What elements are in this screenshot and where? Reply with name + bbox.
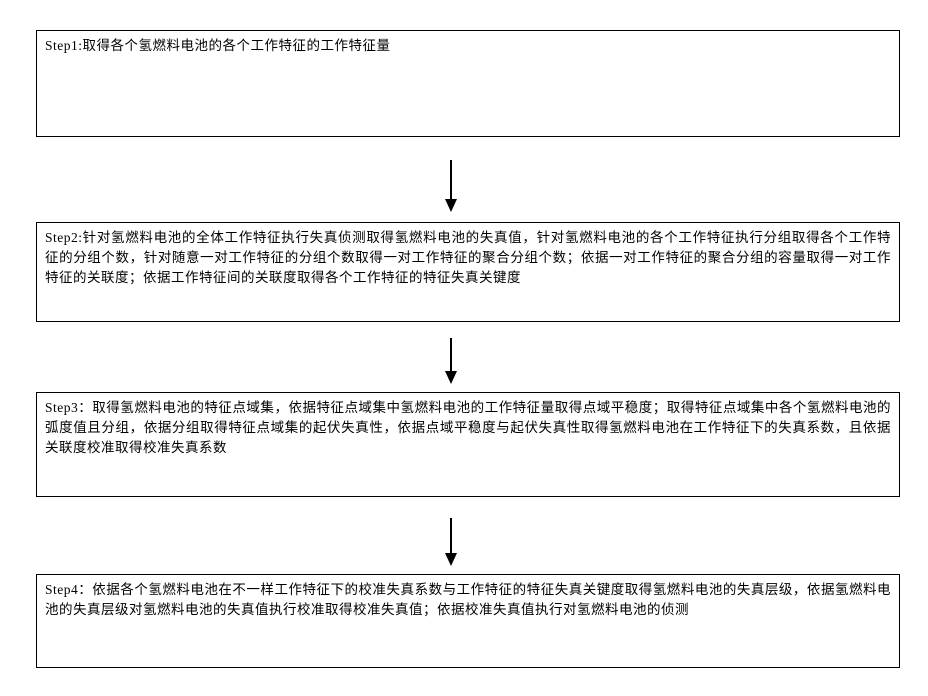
step3-box: Step3：取得氢燃料电池的特征点域集，依据特征点域集中氢燃料电池的工作特征量取… — [36, 392, 900, 497]
step3-text: Step3：取得氢燃料电池的特征点域集，依据特征点域集中氢燃料电池的工作特征量取… — [45, 400, 891, 455]
step1-box: Step1:取得各个氢燃料电池的各个工作特征的工作特征量 — [36, 30, 900, 137]
arrow-head-icon — [445, 553, 457, 566]
arrow-step3-to-step4 — [444, 518, 458, 566]
arrow-step2-to-step3 — [444, 338, 458, 384]
arrow-step1-to-step2 — [444, 160, 458, 212]
arrow-line — [450, 160, 452, 199]
step2-text: Step2:针对氢燃料电池的全体工作特征执行失真侦测取得氢燃料电池的失真值，针对… — [45, 230, 891, 285]
step4-text: Step4：依据各个氢燃料电池在不一样工作特征下的校准失真系数与工作特征的特征失… — [45, 582, 891, 617]
arrow-line — [450, 338, 452, 371]
step2-box: Step2:针对氢燃料电池的全体工作特征执行失真侦测取得氢燃料电池的失真值，针对… — [36, 222, 900, 322]
arrow-head-icon — [445, 371, 457, 384]
step1-text: Step1:取得各个氢燃料电池的各个工作特征的工作特征量 — [45, 38, 391, 53]
arrow-line — [450, 518, 452, 553]
arrow-head-icon — [445, 199, 457, 212]
step4-box: Step4：依据各个氢燃料电池在不一样工作特征下的校准失真系数与工作特征的特征失… — [36, 574, 900, 668]
